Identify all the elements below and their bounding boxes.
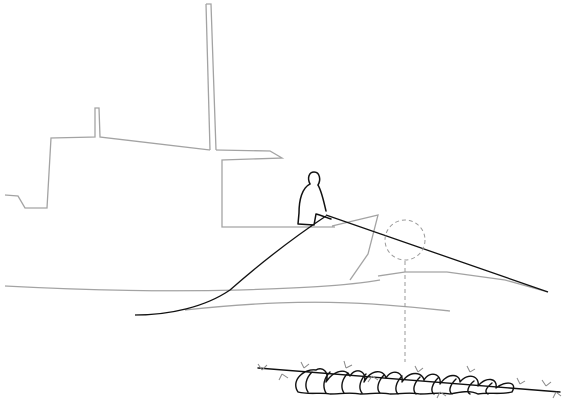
mast-left-edge [206,4,210,150]
detail-coil [258,368,560,394]
main-line [326,215,548,292]
coil-turn-3 [342,373,348,393]
trailing-line [135,216,326,315]
fisher-arm [318,185,326,211]
fishing-line [135,215,548,315]
upper-deck [216,150,335,227]
waterline [378,272,548,292]
tassel-3 [301,362,309,368]
coil-turn-9 [450,379,456,394]
coil-turn-11 [486,383,492,394]
tassel-9 [517,378,525,384]
tassel-4 [344,361,352,368]
ship-outline [5,4,548,311]
tassel-8 [467,366,475,372]
tassel-2 [279,374,288,380]
magnifier-callout [385,220,425,362]
coil-turn-7 [414,377,420,394]
fisher-body [298,184,331,225]
magnifier-ring [385,220,425,260]
detail-line [258,368,560,392]
coil-turn-2 [324,372,330,393]
fisher-silhouette [298,172,331,225]
fisher-head [309,172,320,185]
coil-turn-8 [432,378,438,394]
bridge-outline [5,108,210,208]
tassel-10 [542,380,551,386]
tassel-11 [553,392,561,398]
coil-turn-1 [306,372,312,392]
hull-line [5,280,380,291]
lower-hull [185,302,450,311]
coil-outline [296,369,514,394]
tassel-6 [415,366,423,372]
